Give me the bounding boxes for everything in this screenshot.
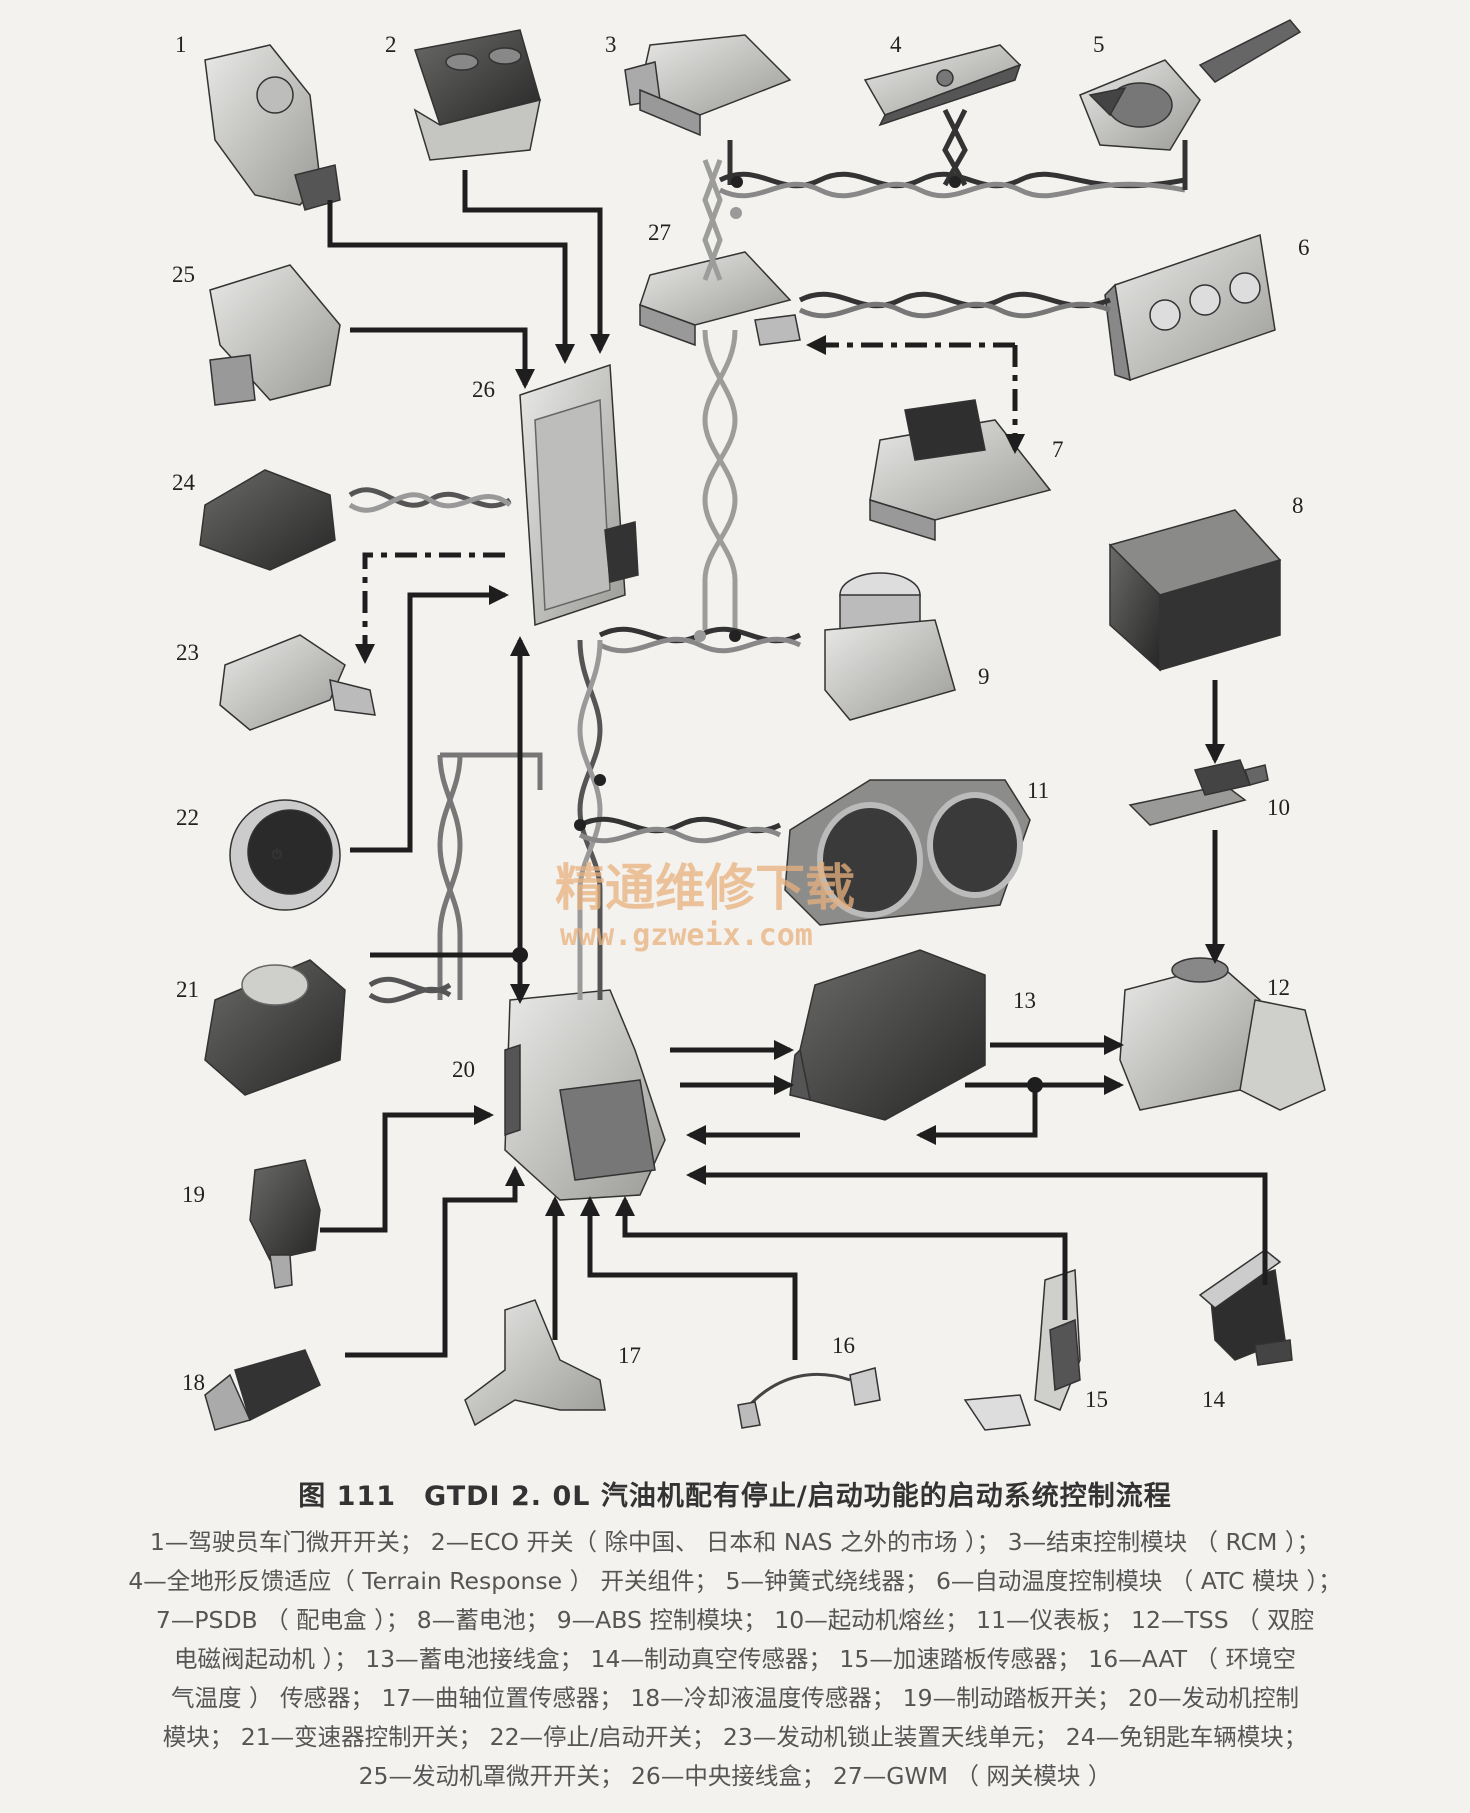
arrow-25-to-26: [350, 327, 535, 389]
battery-junction-box-image: [789, 949, 986, 1121]
can-bus-lines: [348, 108, 1188, 1004]
brake-pedal-switch-image: [249, 1159, 321, 1289]
legend-line: 25—发动机罩微开开关； 26—中央接线盒； 27—GWM （ 网关模块 ）: [358, 1762, 1112, 1790]
cjb-image: [519, 363, 639, 627]
instrument-cluster-image: [784, 779, 1031, 926]
transmission-control-switch-image: [204, 959, 346, 1096]
tss-starter-image: [1119, 957, 1326, 1111]
figure-caption: 图 111 GTDI 2. 0L 汽油机配有停止/启动功能的启动系统控制流程 1…: [0, 1474, 1470, 1796]
arrow-12-to-13: [916, 1085, 1038, 1145]
label-15: 15: [1085, 1387, 1108, 1412]
label-23: 23: [176, 640, 199, 665]
arrow-1-to-26: [327, 200, 575, 364]
arrow-22-to-26: [350, 585, 509, 853]
arrow-14-to-20: [686, 1165, 1268, 1285]
label-12: 12: [1267, 975, 1290, 1000]
arrow-26-to-23: [355, 552, 505, 664]
brake-vacuum-sensor-image: [1198, 1249, 1293, 1366]
terrain-response-switch-image: [863, 44, 1022, 127]
label-18: 18: [182, 1370, 205, 1395]
label-5: 5: [1093, 32, 1105, 57]
label-7: 7: [1052, 437, 1064, 462]
arrow-16-to-20: [580, 1196, 798, 1360]
bonnet-ajar-switch-image: [209, 264, 341, 406]
clockspring-image: [1079, 19, 1302, 151]
door-ajar-switch-image: [204, 44, 341, 211]
legend-line: 4—全地形反馈适应（ Terrain Response ） 开关组件； 5—钟簧…: [128, 1567, 1342, 1595]
arrow-19-to-20: [320, 1105, 494, 1233]
coolant-temp-sensor-image: [204, 1349, 321, 1431]
label-9: 9: [978, 664, 990, 689]
label-4: 4: [890, 32, 902, 57]
label-3: 3: [605, 32, 617, 57]
label-8: 8: [1292, 493, 1304, 518]
arrow-2-to-26: [462, 170, 610, 354]
label-22: 22: [176, 805, 199, 830]
psdb-image: [869, 399, 1052, 542]
label-11: 11: [1027, 778, 1049, 803]
label-10: 10: [1267, 795, 1290, 820]
label-6: 6: [1298, 235, 1310, 260]
label-13: 13: [1013, 988, 1036, 1013]
watermark-url: www.gzweix.com: [560, 918, 813, 953]
label-19: 19: [182, 1182, 205, 1207]
crank-position-sensor-image: [464, 1299, 606, 1427]
arrow-junctions: [512, 947, 1043, 1093]
label-1: 1: [175, 32, 187, 57]
legend-line: 气温度 ） 传感器； 17—曲轴位置传感器； 18—冷却液温度传感器； 19—制…: [171, 1684, 1299, 1712]
svg-text:⏻: ⏻: [272, 847, 282, 861]
component-images: ⏻: [199, 19, 1326, 1431]
battery-image: [1108, 509, 1282, 672]
accelerator-pedal-sensor-image: [963, 1268, 1081, 1431]
legend-line: 电磁阀起动机 ）； 13—蓄电池接线盒； 14—制动真空传感器； 15—加速踏板…: [174, 1645, 1296, 1673]
arrow-18-to-20: [345, 1166, 525, 1358]
label-2: 2: [385, 32, 397, 57]
rcm-module-image: [624, 34, 792, 137]
ecm-image: [504, 989, 666, 1201]
bus-junction-dots: [574, 176, 961, 831]
legend-line: 模块； 21—变速器控制开关； 22—停止/启动开关； 23—发动机锁止装置天线…: [162, 1723, 1308, 1751]
eco-switch-image: [413, 29, 541, 161]
label-16: 16: [832, 1333, 855, 1358]
gwm-image: [639, 251, 801, 347]
aat-sensor-image: [737, 1367, 881, 1429]
immobiliser-antenna-image: [219, 634, 376, 731]
watermark-cn: 精通维修下载: [555, 859, 855, 917]
starter-fuse-image: [1128, 759, 1269, 826]
component-number-labels: 1 2 3 4 5 6 7 8 9 10 11 12 13 14 15 16 1…: [172, 32, 1310, 1412]
starting-system-diagram: ⏻: [172, 19, 1326, 1431]
figure-legend: 1—驾驶员车门微开开关； 2—ECO 开关（ 除中国、 日本和 NAS 之外的市…: [30, 1523, 1440, 1796]
signal-arrows: [320, 170, 1268, 1360]
label-25: 25: [172, 262, 195, 287]
atc-module-image: [1104, 233, 1276, 382]
dashed-arrows: [355, 335, 1025, 664]
label-21: 21: [176, 977, 199, 1002]
keyless-vehicle-module-image: [199, 469, 336, 571]
label-27: 27: [648, 220, 671, 245]
label-14: 14: [1202, 1387, 1226, 1412]
legend-line: 1—驾驶员车门微开开关； 2—ECO 开关（ 除中国、 日本和 NAS 之外的市…: [149, 1528, 1321, 1556]
legend-line: 7—PSDB （ 配电盒 ）； 8—蓄电池； 9—ABS 控制模块； 10—起动…: [155, 1606, 1315, 1634]
label-24: 24: [172, 470, 196, 495]
figure-title: 图 111 GTDI 2. 0L 汽油机配有停止/启动功能的启动系统控制流程: [298, 1481, 1172, 1512]
abs-module-image: [824, 572, 956, 721]
label-26: 26: [472, 377, 495, 402]
arrow-15-to-20: [615, 1196, 1068, 1320]
label-20: 20: [452, 1057, 475, 1082]
stop-start-switch-image: ⏻: [229, 799, 341, 911]
label-17: 17: [618, 1343, 641, 1368]
